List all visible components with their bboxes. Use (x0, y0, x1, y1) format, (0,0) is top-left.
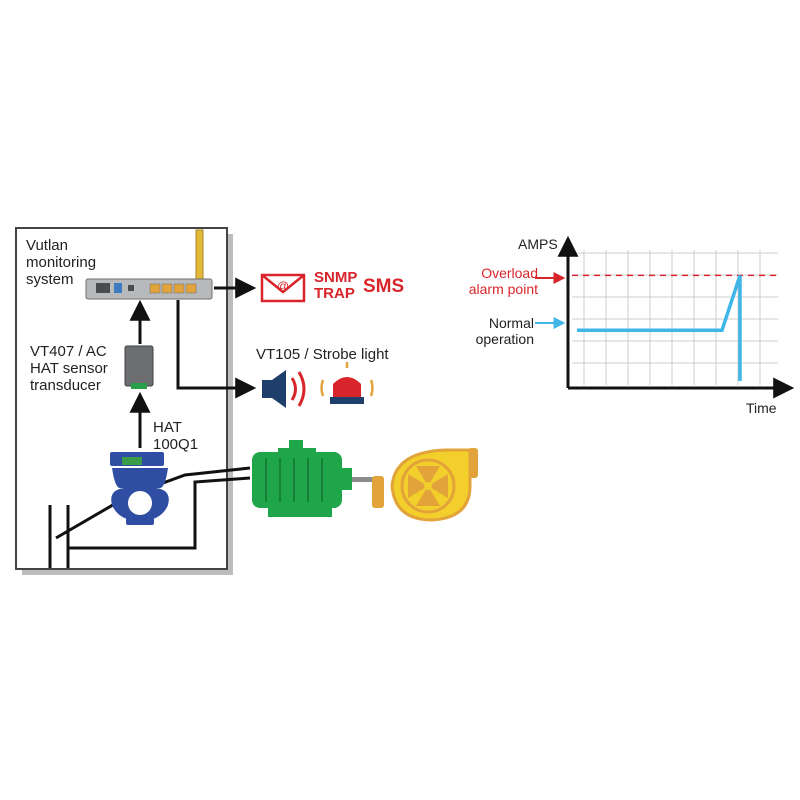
hat-sensor-label: HAT 100Q1 (153, 419, 198, 453)
vutlan-device-icon (85, 229, 213, 300)
series-line-normal-operation (577, 274, 742, 332)
strobe-light-icon (320, 362, 374, 404)
transducer-label-line2: HAT sensor (30, 360, 108, 377)
overload-label-line2: alarm point (468, 281, 538, 297)
transducer-label-line3: transducer (30, 377, 101, 394)
trap-text: TRAP (314, 285, 355, 302)
normal-operation-label: Normal operation (430, 315, 534, 347)
fan-blower-icon (372, 448, 478, 522)
normal-label-line2: operation (475, 331, 534, 347)
overload-label-line1: Overload (481, 265, 538, 281)
transducer-label-line1: VT407 / AC (30, 343, 107, 360)
sms-label: SMS (363, 276, 405, 297)
envelope-at-symbol: @ (277, 279, 289, 293)
monitoring-label-line2: monitoring (26, 254, 97, 271)
y-axis-label: AMPS (518, 236, 558, 252)
hat-label-line2: 100Q1 (153, 436, 199, 453)
overload-alarm-label: Overload alarm point (430, 265, 538, 297)
hat-current-sensor-icon (110, 452, 169, 525)
snmp-trap-label: SNMP TRAP (314, 270, 357, 302)
arrow-device-to-strobe (176, 300, 257, 399)
speaker-icon (262, 370, 306, 408)
x-axis-label: Time (746, 400, 777, 416)
transducer-module-icon (124, 345, 154, 389)
monitoring-label-line3: system (26, 271, 74, 288)
transducer-label: VT407 / AC HAT sensor transducer (30, 343, 108, 394)
strobe-light-label: VT105 / Strobe light (256, 346, 389, 363)
amps-time-chart (535, 235, 795, 399)
snmp-text: SNMP (314, 269, 358, 286)
monitoring-system-label: Vutlan monitoring system (26, 237, 96, 288)
monitoring-label-line1: Vutlan (26, 237, 68, 254)
hat-label-line1: HAT (153, 419, 182, 436)
normal-label-line1: Normal (488, 315, 534, 331)
email-envelope-icon: @ (260, 273, 306, 303)
chart-grid (572, 250, 778, 385)
motor-icon (252, 440, 382, 517)
